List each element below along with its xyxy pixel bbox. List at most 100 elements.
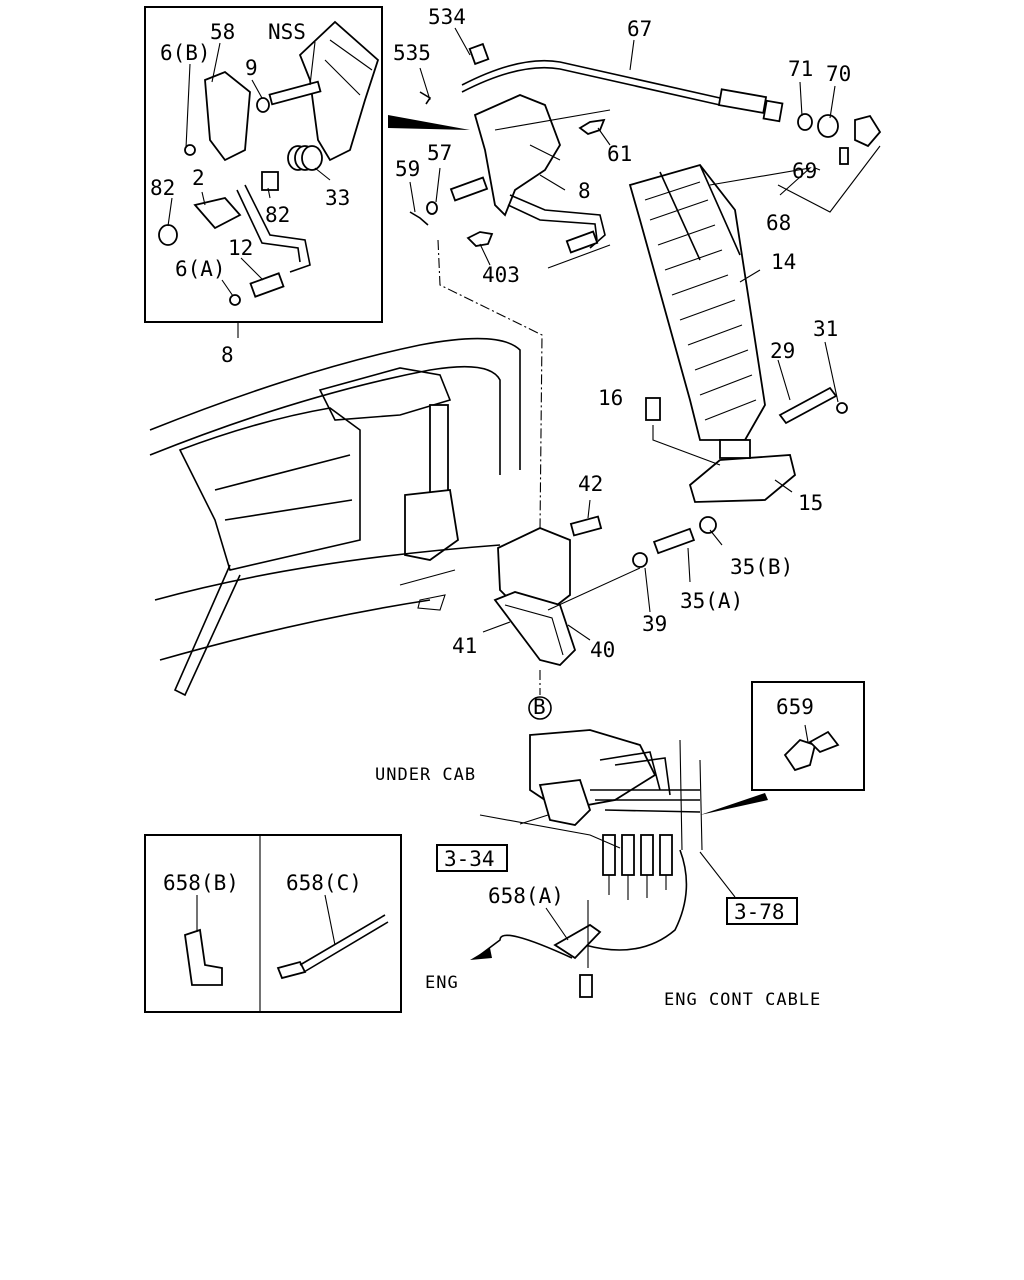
clip-31 (836, 402, 848, 414)
washer-71 (797, 113, 813, 131)
lever-plate (204, 70, 251, 162)
clip-535 (419, 91, 432, 105)
label-534: 534 (428, 5, 466, 29)
label-6a: 6(A) (175, 257, 226, 281)
label-41: 41 (452, 634, 477, 658)
label-658a: 658(A) (488, 884, 564, 908)
pedal-pin-29 (778, 386, 838, 425)
label-8-inset: 8 (221, 343, 234, 367)
pedal-hinge-base (688, 454, 797, 503)
label-eng: ENG (425, 973, 459, 993)
bolt-403 (466, 231, 494, 247)
label-58: 58 (210, 20, 235, 44)
label-61: 61 (607, 142, 632, 166)
nut-39 (632, 552, 648, 568)
ref-box-3-78 (726, 897, 798, 925)
inset-frame (144, 6, 383, 323)
inset-658-frame (144, 834, 402, 1013)
bracket-plate-nss (298, 20, 380, 162)
clip-659 (783, 738, 817, 772)
steering-column (429, 404, 449, 496)
pivot-pin (268, 80, 322, 106)
label-59: 59 (395, 157, 420, 181)
cable-adjuster (762, 99, 784, 123)
cable-end-sleeve (717, 88, 768, 114)
rod-bushing (565, 230, 599, 254)
clip-658b (184, 928, 223, 986)
pedal-arm-rod (244, 184, 311, 273)
label-82b: 82 (265, 203, 290, 227)
grommet-69 (854, 114, 882, 148)
bushing-82b (261, 171, 279, 191)
washer-57 (426, 201, 438, 215)
label-nss: NSS (268, 20, 306, 44)
bolt-35a (652, 527, 696, 555)
label-35b: 35(B) (730, 555, 793, 579)
label-12: 12 (228, 236, 253, 260)
bracket-8 (473, 94, 561, 217)
cap-35b (699, 516, 717, 534)
label-under-cab: UNDER CAB (375, 765, 476, 785)
ref-box-3-34 (436, 844, 508, 872)
clip-bolt (579, 974, 593, 998)
floor-support (173, 564, 241, 697)
inset-659 (751, 681, 865, 791)
label-ref-3-34: 3-34 (444, 847, 495, 871)
label-659: 659 (776, 695, 814, 719)
label-ref-3-78: 3-78 (734, 900, 785, 924)
eng-cont-cable (584, 849, 688, 951)
floor-line (154, 544, 501, 601)
accelerator-cable (461, 59, 721, 99)
cable-to-eng (479, 934, 573, 959)
ref-circle-b (528, 696, 552, 720)
clip-59 (409, 211, 429, 226)
label-14: 14 (771, 250, 796, 274)
lever-rod (509, 194, 606, 249)
label-2: 2 (192, 166, 205, 190)
pedal-top-plane (709, 167, 812, 196)
pointer-arrow-659 (700, 793, 768, 815)
label-403: 403 (482, 263, 520, 287)
throttle-bracket-assembly (388, 27, 882, 269)
label-29: 29 (770, 339, 795, 363)
leader-68 (777, 145, 881, 213)
label-b: B (533, 695, 546, 719)
pedal-mounting-bracket (482, 499, 723, 720)
label-33: 33 (325, 186, 350, 210)
center-console (318, 367, 452, 421)
washer-9 (256, 97, 270, 113)
label-82a: 82 (150, 176, 175, 200)
nut-70 (817, 114, 839, 138)
label-535: 535 (393, 41, 431, 65)
lever-2 (193, 197, 242, 230)
label-31: 31 (813, 317, 838, 341)
label-69: 69 (792, 159, 817, 183)
label-8: 8 (578, 179, 591, 203)
accelerator-pedal (628, 163, 848, 503)
under-cab-assembly (436, 729, 798, 998)
tie-658c-strap (299, 914, 389, 973)
dashboard-top (149, 337, 521, 470)
label-658b: 658(B) (163, 871, 239, 895)
inset-659-frame (751, 681, 865, 791)
bolt-61 (578, 118, 606, 136)
label-57: 57 (427, 141, 452, 165)
pump-body (538, 779, 592, 826)
stud-57 (449, 176, 489, 202)
clip-658a (553, 923, 602, 960)
label-16: 16 (598, 386, 623, 410)
label-eng-cont-cable: ENG CONT CABLE (664, 990, 821, 1010)
label-42: 42 (578, 472, 603, 496)
part-labels: 58 NSS 6(B) 9 2 82 82 33 12 6(A) 8 534 5… (150, 5, 851, 1010)
arrow-eng (470, 948, 492, 960)
label-70: 70 (826, 62, 851, 86)
bolt-16 (645, 397, 661, 421)
cab-interior-sketch (149, 337, 521, 697)
label-40: 40 (590, 638, 615, 662)
glove-box (178, 407, 361, 571)
bolt-42 (569, 515, 603, 537)
hinge-spring (719, 439, 751, 459)
label-15: 15 (798, 491, 823, 515)
label-71: 71 (788, 57, 813, 81)
